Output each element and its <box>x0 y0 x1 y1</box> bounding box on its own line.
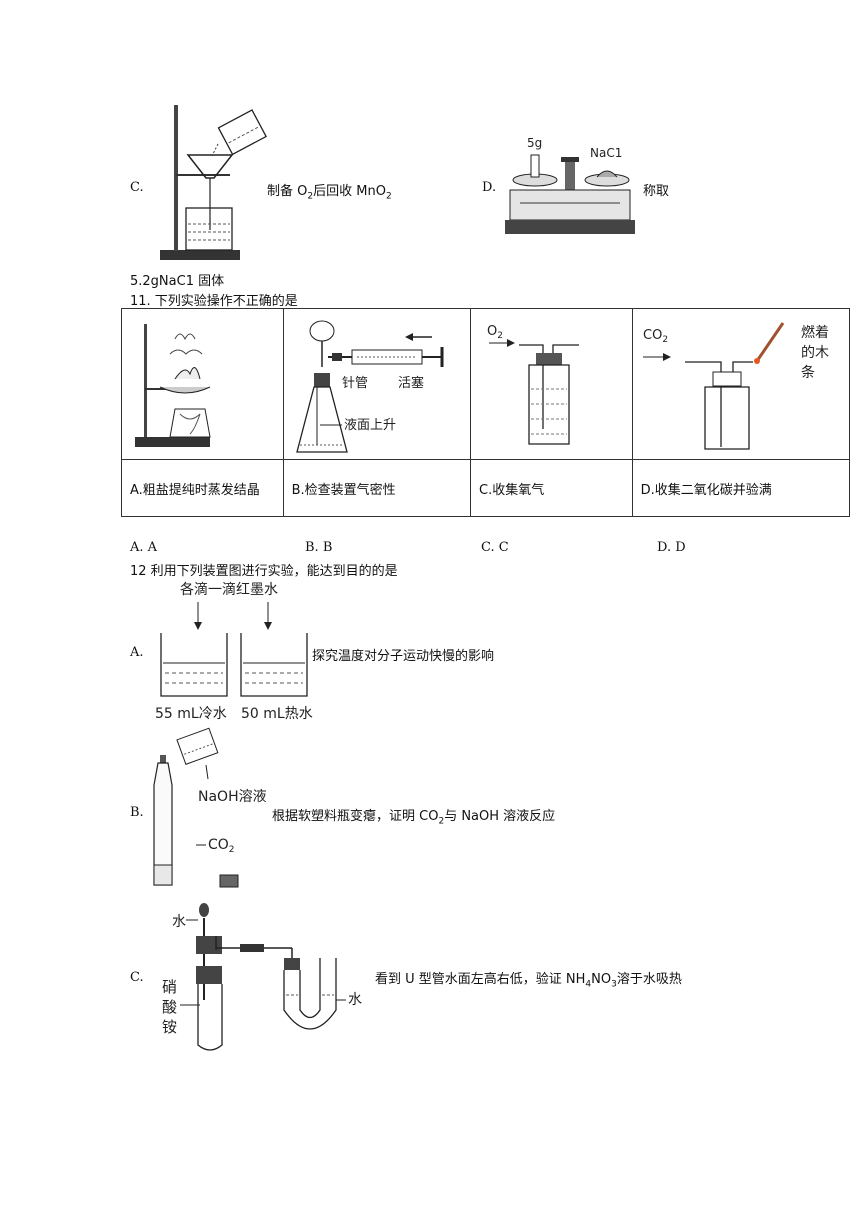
water-u-label: 水 <box>348 992 362 1008</box>
q11-table: 针管 活塞 液面上升 O2 <box>121 308 851 517</box>
q12-option-c-text: 看到 U 型管水面左高右低，验证 NH4NO3溶于水吸热 <box>375 972 682 990</box>
hot-water-label: 50 mL热水 <box>241 706 313 722</box>
q11-cell-a-image <box>121 308 284 460</box>
q11-answer-a: A. A <box>130 540 158 555</box>
q11-cell-d-image: CO2 燃着 的木 条 <box>631 308 851 460</box>
co2-label: CO2 <box>208 837 235 855</box>
q12-stem: 12 利用下列装置图进行实验，能达到目的的是 <box>130 564 398 579</box>
balance-figure: 5g NaC1 <box>505 136 635 234</box>
nacl-label: NaC1 <box>590 146 622 160</box>
q11-cell-c-image: O2 <box>470 308 633 460</box>
cold-water-label: 55 mL冷水 <box>155 706 227 722</box>
q11-stem: 11. 下列实验操作不正确的是 <box>130 294 298 309</box>
diffusion-beakers-figure: 各滴一滴红墨水 55 mL冷水 50 mL热水 <box>155 581 313 722</box>
svg-text:CO2: CO2 <box>643 328 668 345</box>
salt-label-2: 酸 <box>162 998 177 1016</box>
needle-label: 针管 <box>342 376 368 391</box>
burning-stick-label-1: 燃着 <box>801 324 829 341</box>
plunger-label: 活塞 <box>398 375 424 391</box>
q11-caption-c: C.收集氧气 <box>470 459 633 517</box>
option-c-text: 制备 O2后回收 MnO2 <box>267 184 392 202</box>
level-rise-label: 液面上升 <box>344 418 396 433</box>
red-ink-label: 各滴一滴红墨水 <box>180 581 278 598</box>
continuation-text: 5.2gNaC1 固体 <box>130 274 225 289</box>
q12-option-a-text: 探究温度对分子运动快慢的影响 <box>312 649 495 664</box>
option-d-letter: D. <box>482 180 497 195</box>
u-tube-figure: 水 水 硝 酸 铵 <box>162 903 362 1051</box>
q11-caption-a: A.粗盐提纯时蒸发结晶 <box>121 459 284 517</box>
q11-answer-c: C. C <box>481 540 509 555</box>
option-c-letter: C. <box>130 180 144 195</box>
q11-answer-d: D. D <box>657 540 686 555</box>
q12-option-c-letter: C. <box>130 970 144 985</box>
q12-option-b-text: 根据软塑料瓶变瘪，证明 CO2与 NaOH 溶液反应 <box>272 809 556 827</box>
q11-caption-b: B.检查装置气密性 <box>282 459 472 517</box>
burning-stick-label-3: 条 <box>801 364 815 381</box>
svg-text:O2: O2 <box>487 324 503 341</box>
q11-answer-b: B. B <box>305 540 333 555</box>
option-d-text: 称取 <box>643 184 670 199</box>
salt-label-1: 硝 <box>162 978 177 996</box>
airtightness-figure: 针管 活塞 液面上升 <box>295 320 444 453</box>
q12-option-b-letter: B. <box>130 805 144 820</box>
evaporation-figure <box>135 324 211 447</box>
gas-bottle-co2-figure: CO2 燃着 的木 条 <box>642 322 829 450</box>
plastic-bottle-figure: NaOH溶液 CO2 <box>153 727 267 888</box>
filtration-apparatus-figure <box>160 105 267 260</box>
gas-bottle-o2-figure: O2 <box>487 324 580 445</box>
q12-option-a-letter: A. <box>130 645 144 660</box>
naoh-label: NaOH溶液 <box>198 789 267 805</box>
salt-label-3: 铵 <box>162 1018 177 1036</box>
q11-cell-b-image: 针管 活塞 液面上升 <box>282 308 472 460</box>
water-top-label: 水 <box>172 914 186 930</box>
q11-caption-d: D.收集二氧化碳并验满 <box>631 459 851 517</box>
weight-label: 5g <box>527 136 542 150</box>
burning-stick-label-2: 的木 <box>801 345 829 361</box>
